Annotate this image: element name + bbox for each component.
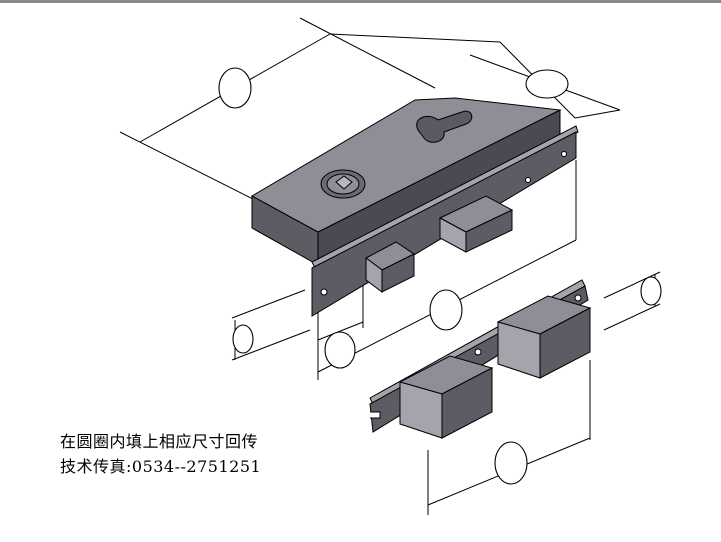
extension-line — [299, 17, 436, 89]
strike-box-right-front — [539, 307, 591, 379]
dimension-bubble-strike-width[interactable] — [640, 276, 662, 306]
deadbolt-front — [465, 209, 513, 253]
dimension-bubbles — [218, 67, 662, 485]
window-top-border — [0, 0, 721, 3]
dimension-bubble-faceplate-length[interactable] — [429, 289, 463, 331]
dimension-bubble-backset[interactable] — [324, 331, 356, 369]
dimension-bubble-faceplate-width[interactable] — [232, 324, 254, 354]
extension-line — [329, 33, 501, 43]
spindle-square-hole — [335, 175, 353, 190]
extension-line — [603, 271, 661, 299]
extension-line — [231, 329, 311, 361]
strike-plate — [369, 279, 592, 439]
extension-line — [603, 303, 661, 331]
strike-screw-hole — [574, 294, 582, 302]
extension-line — [574, 109, 621, 119]
dimension-bubble-depth[interactable] — [525, 69, 569, 99]
strike-box-left-front — [441, 367, 493, 439]
dimension-bubble-strike-length[interactable] — [494, 441, 528, 485]
latch-bolt-front — [381, 253, 415, 293]
lock-case-top-face — [250, 97, 562, 233]
faceplate-screw-hole — [320, 288, 328, 296]
extension-line — [119, 131, 256, 201]
lock-body — [250, 97, 579, 317]
strike-screw-hole — [474, 348, 482, 356]
instruction-note: 在圆圈内填上相应尺寸回传 — [60, 432, 259, 451]
faceplate-screw-hole — [561, 151, 567, 157]
keyhole — [416, 110, 473, 143]
faceplate-screw-hole — [525, 177, 531, 183]
dimension-line-backset — [317, 321, 364, 341]
extension-line — [231, 289, 306, 319]
strike-plate-slot — [370, 411, 381, 419]
fax-contact-note: 技术传真:0534--2751251 — [60, 457, 262, 476]
dimension-bubble-overall-length[interactable] — [218, 67, 252, 109]
